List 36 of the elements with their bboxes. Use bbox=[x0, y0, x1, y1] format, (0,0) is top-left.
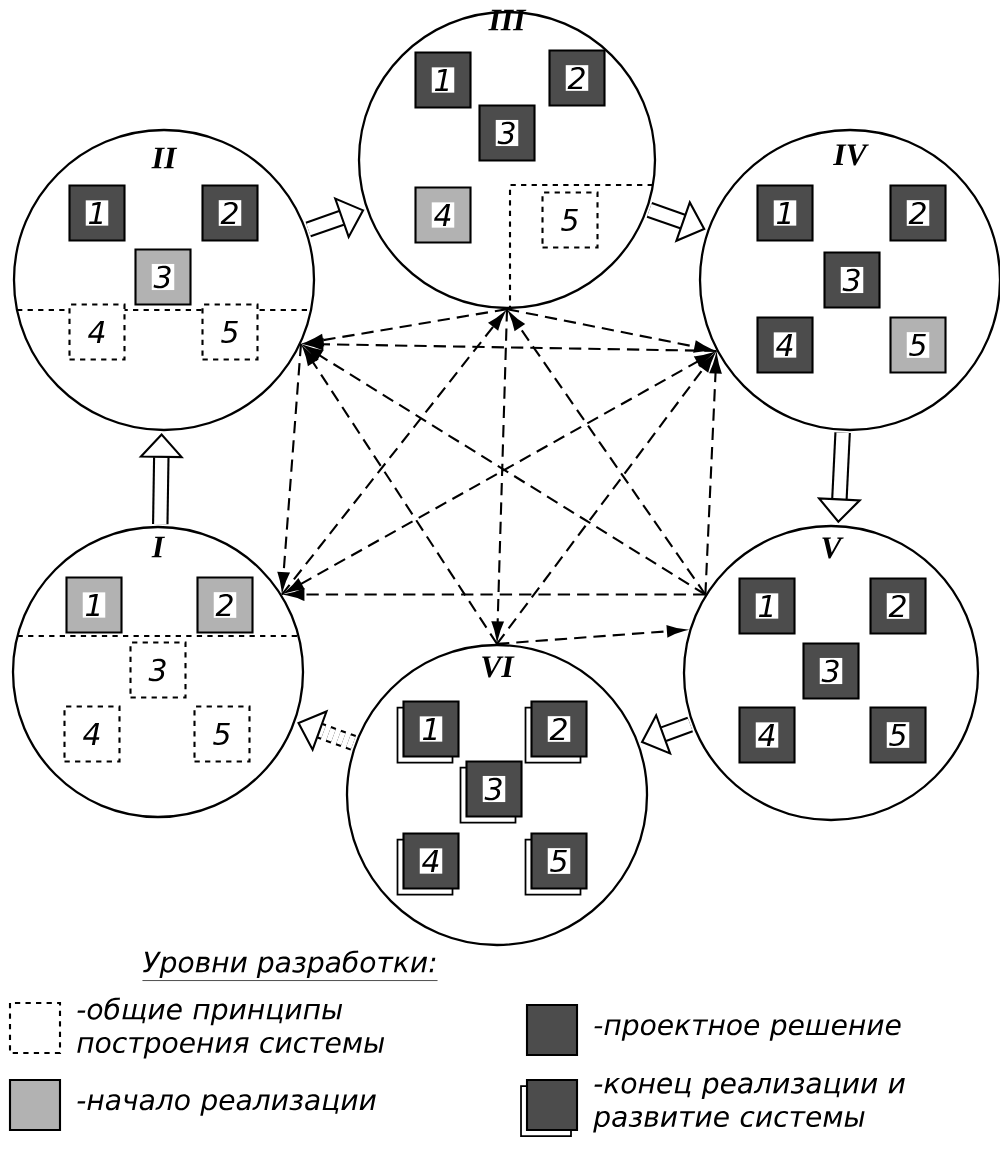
level-square: 4 bbox=[63, 705, 121, 763]
level-square: 2 bbox=[201, 184, 259, 242]
legend-title: Уровни разработки: bbox=[142, 950, 438, 981]
level-square: 3 bbox=[459, 760, 523, 824]
level-square: 3 bbox=[478, 104, 536, 162]
level-square: 3 bbox=[823, 251, 881, 309]
level-square: 1 bbox=[756, 184, 814, 242]
level-square: 1 bbox=[396, 700, 460, 764]
level-square: 5 bbox=[869, 706, 927, 764]
legend-text: -конец реализации и развитие системы bbox=[593, 1077, 905, 1133]
level-square: 1 bbox=[65, 576, 123, 634]
level-square: 4 bbox=[396, 832, 460, 896]
level-square: 4 bbox=[738, 706, 796, 764]
level-square: 5 bbox=[201, 303, 259, 361]
arrow bbox=[506, 308, 713, 353]
level-square: 2 bbox=[196, 576, 254, 634]
level-square: 5 bbox=[889, 316, 947, 374]
level-square: 2 bbox=[869, 577, 927, 635]
legend-text: -начало реализации bbox=[77, 1094, 376, 1116]
level-square: 5 bbox=[524, 832, 588, 896]
legend-text: -общие принципы построения системы bbox=[77, 997, 385, 1059]
level-square: 2 bbox=[889, 184, 947, 242]
level-square: 2 bbox=[548, 49, 606, 107]
level-square: 4 bbox=[414, 186, 472, 244]
level-square: 3 bbox=[802, 642, 860, 700]
level-square: 3 bbox=[129, 641, 187, 699]
level-square: 5 bbox=[193, 705, 251, 763]
legend-text: -проектное решение bbox=[594, 1019, 901, 1041]
level-square: 1 bbox=[414, 51, 472, 109]
level-square: 1 bbox=[68, 184, 126, 242]
level-square: 3 bbox=[134, 248, 192, 306]
level-square: 1 bbox=[738, 577, 796, 635]
level-square: 4 bbox=[68, 303, 126, 361]
level-square: 5 bbox=[541, 191, 599, 249]
level-square: 2 bbox=[524, 700, 588, 764]
level-square: 4 bbox=[756, 316, 814, 374]
